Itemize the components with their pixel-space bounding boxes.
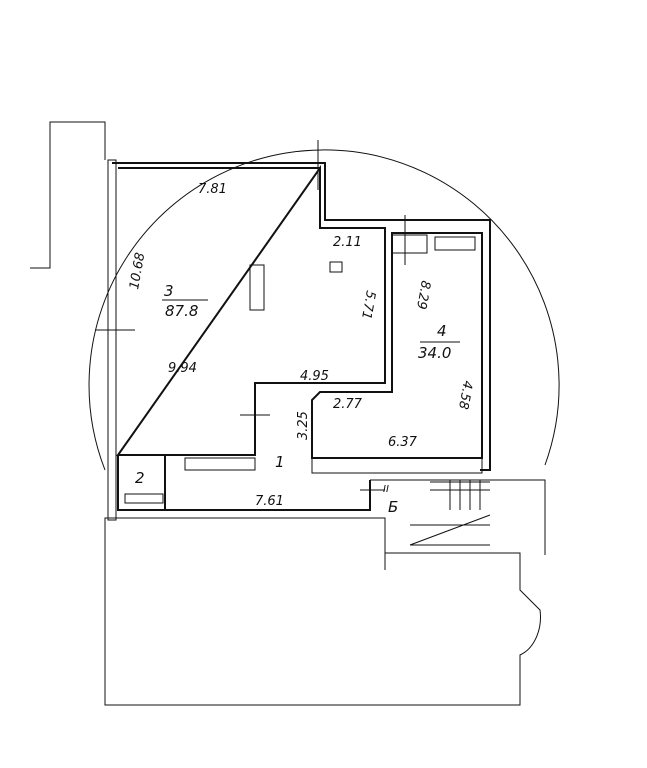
left-annex-outline xyxy=(30,121,106,269)
dim-325: 3.25 xyxy=(296,411,311,440)
dim-761: 7.61 xyxy=(255,494,284,509)
fixture-small xyxy=(329,261,343,273)
counter-room-4 xyxy=(311,457,483,474)
dim-1068: 10.68 xyxy=(127,251,148,290)
dim-829: 8.29 xyxy=(413,279,433,310)
dim-211: 2.11 xyxy=(333,235,362,250)
left-wall xyxy=(107,159,117,521)
room-1-2-walls xyxy=(117,455,371,511)
counter-room-1 xyxy=(184,457,256,471)
dim-495: 4.95 xyxy=(300,369,329,384)
room-1-number: 1 xyxy=(275,453,285,471)
door-frame xyxy=(391,234,428,254)
room-4-number: 4 xyxy=(437,322,447,340)
dim-458: 4.58 xyxy=(455,379,475,410)
stair xyxy=(370,479,546,555)
lower-block-outline xyxy=(104,517,541,706)
room-2-number: 2 xyxy=(135,469,145,487)
room-4-area: 34.0 xyxy=(418,344,451,362)
fixture-top xyxy=(434,236,476,251)
column xyxy=(249,264,265,311)
room-3-number: 3 xyxy=(164,282,174,300)
dim-994: 9.94 xyxy=(168,361,197,376)
dim-781: 7.81 xyxy=(198,182,227,197)
fixture-room-2 xyxy=(124,493,164,504)
axis-marks xyxy=(95,140,406,570)
stair-numeral: II xyxy=(383,484,389,495)
stair-letter: Б xyxy=(388,498,398,516)
room-3-walls xyxy=(112,162,491,471)
room-3-area: 87.8 xyxy=(165,302,198,320)
dim-637: 6.37 xyxy=(388,435,418,450)
dim-277: 2.77 xyxy=(333,397,363,412)
dim-571: 5.71 xyxy=(358,289,378,320)
room-4-walls xyxy=(311,232,483,459)
